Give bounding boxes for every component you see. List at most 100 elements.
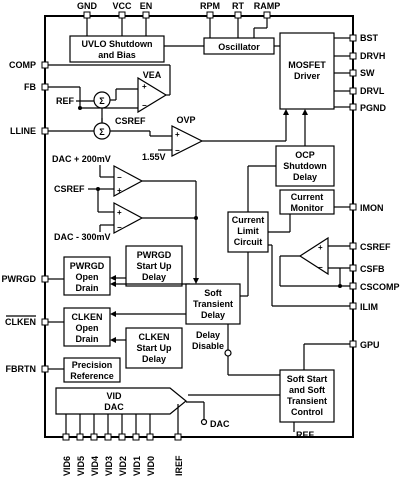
soft-transient-block <box>185 283 241 325</box>
pin-pgnd-label: PGND <box>360 103 387 113</box>
current-sense-amplifier <box>298 236 329 276</box>
pin-vid6-label: VID6 <box>62 456 72 476</box>
pin-en-label: EN <box>140 1 153 11</box>
delay-disable-line1: Delay <box>196 330 220 340</box>
current-monitor-block <box>279 189 335 215</box>
svg-text:+: + <box>318 243 323 252</box>
pwrgd-upper-comparator <box>113 164 144 198</box>
top-pin-wires <box>86 18 268 38</box>
pin-ilim-label: ILIM <box>360 302 378 312</box>
oscillator-label: Oscillator <box>218 42 260 52</box>
pwrgd-startup-block <box>125 245 183 287</box>
mosfet-driver-block <box>279 32 335 110</box>
pin-lline-label: LLINE <box>10 126 36 136</box>
svg-text:Delay: Delay <box>142 272 166 282</box>
soft-start-block <box>279 369 335 423</box>
pin-csref-label: CSREF <box>360 242 391 252</box>
ref-bottom-label: REF <box>296 430 315 440</box>
right-driver-pins: BST DRVH SW DRVL PGND <box>334 33 387 113</box>
ref-label: REF <box>56 96 75 106</box>
svg-text:Start Up: Start Up <box>136 343 172 353</box>
svg-text:Shutdown: Shutdown <box>283 161 327 171</box>
ovp-section: Σ CSREF + − OVP 1.55V <box>48 109 289 162</box>
pin-sw-label: SW <box>360 68 375 78</box>
svg-text:CLKEN: CLKEN <box>139 332 170 342</box>
svg-text:Transient: Transient <box>193 299 233 309</box>
svg-text:Limit: Limit <box>237 226 259 236</box>
svg-text:−: − <box>175 146 180 155</box>
svg-text:−: − <box>117 223 122 232</box>
pwrgd-lower-comparator <box>113 201 144 235</box>
svg-text:Transient: Transient <box>287 396 327 406</box>
left-pins: COMP FB LLINE PWRGD CLKEN FBRTN <box>2 60 49 374</box>
svg-text:Precision: Precision <box>72 360 113 370</box>
pin-iref-label: IREF <box>174 455 184 476</box>
svg-text:Delay: Delay <box>142 354 166 364</box>
dac-output-label: DAC <box>210 419 230 429</box>
svg-text:PWRGD: PWRGD <box>70 261 105 271</box>
pin-fb-label: FB <box>24 82 36 92</box>
svg-text:CLKEN: CLKEN <box>72 312 103 322</box>
v155-label: 1.55V <box>142 152 166 162</box>
svg-text:Current: Current <box>232 215 265 225</box>
svg-text:PWRGD: PWRGD <box>137 250 172 260</box>
svg-text:VID: VID <box>106 391 122 401</box>
pin-csfb-label: CSFB <box>360 264 385 274</box>
svg-text:Soft: Soft <box>204 288 222 298</box>
svg-text:Monitor: Monitor <box>291 203 324 213</box>
pin-fbrtn-label: FBRTN <box>6 364 37 374</box>
ovp-comparator <box>171 125 204 157</box>
svg-text:Soft Start: Soft Start <box>287 374 328 384</box>
pin-vid4-label: VID4 <box>90 456 100 476</box>
svg-text:Delay: Delay <box>293 172 317 182</box>
pin-gnd-label: GND <box>77 1 98 11</box>
uvlo-block <box>69 35 165 63</box>
pin-ramp <box>263 11 271 19</box>
pin-drvh-label: DRVH <box>360 51 385 61</box>
svg-text:Σ: Σ <box>99 96 105 106</box>
svg-text:Open: Open <box>75 323 98 333</box>
pin-pwrgd-label: PWRGD <box>2 274 37 284</box>
uvlo-line2: and Bias <box>98 50 136 60</box>
mosfet-line1: MOSFET <box>288 60 326 70</box>
pin-vid5-label: VID5 <box>76 456 86 476</box>
dac-minus-label: DAC - 300mV <box>54 232 111 242</box>
pin-cscomp-label: CSCOMP <box>360 282 400 292</box>
uvlo-line1: UVLO Shutdown <box>82 39 153 49</box>
clken-startup-block <box>125 327 183 369</box>
vea-amplifier <box>137 76 168 114</box>
pin-drvl-label: DRVL <box>360 86 385 96</box>
mosfet-line2: Driver <box>294 71 321 81</box>
svg-text:Delay: Delay <box>201 310 225 320</box>
svg-text:−: − <box>142 101 147 110</box>
pin-imon-label: IMON <box>360 203 384 213</box>
svg-text:Reference: Reference <box>70 371 114 381</box>
svg-text:+: + <box>142 82 147 91</box>
bottom-pins: VID6 VID5 VID4 VID3 VID2 VID1 VID0 IREF <box>62 404 184 476</box>
svg-text:−: − <box>318 263 323 272</box>
pin-rt <box>234 11 242 19</box>
csref-internal-label: CSREF <box>115 116 146 126</box>
svg-text:Drain: Drain <box>75 334 98 344</box>
pin-clken-label: CLKEN <box>5 317 36 327</box>
csref-mid-label: CSREF <box>54 184 85 194</box>
svg-text:Start Up: Start Up <box>136 261 172 271</box>
dac-plus-label: DAC + 200mV <box>52 154 111 164</box>
svg-text:Control: Control <box>291 407 323 417</box>
delay-disable-line2: Disable <box>192 341 224 351</box>
ovp-label: OVP <box>176 115 195 125</box>
pin-vid2-label: VID2 <box>118 456 128 476</box>
pin-vid0-label: VID0 <box>146 456 156 476</box>
pwrgd-open-drain-block <box>63 256 111 296</box>
pin-rpm <box>206 11 214 19</box>
pin-vcc <box>118 11 126 19</box>
svg-text:Circuit: Circuit <box>234 237 263 247</box>
pin-rt-label: RT <box>232 1 244 11</box>
pin-gnd <box>83 11 91 19</box>
svg-text:Open: Open <box>75 272 98 282</box>
pin-ramp-label: RAMP <box>254 1 281 11</box>
precision-reference-block <box>63 357 121 383</box>
svg-text:and Soft: and Soft <box>289 385 325 395</box>
svg-text:Current: Current <box>291 192 324 202</box>
svg-text:OCP: OCP <box>295 150 315 160</box>
